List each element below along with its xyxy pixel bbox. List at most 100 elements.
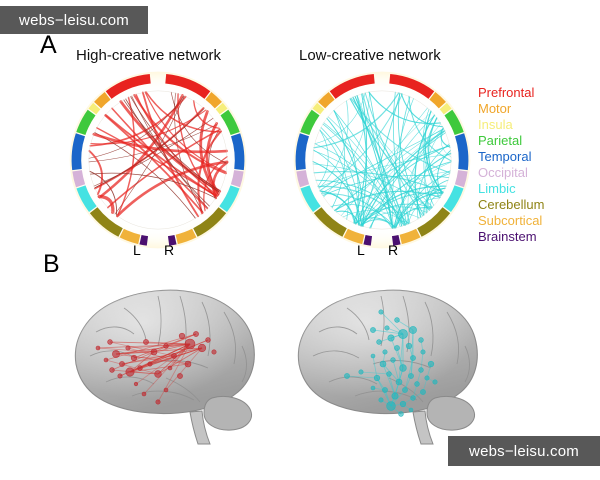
connectogram-chords-high	[88, 91, 229, 219]
brain-network-node	[382, 387, 388, 393]
legend-item-prefrontal: Prefrontal	[478, 85, 535, 100]
connectogram-chord	[440, 129, 452, 158]
connectogram-chord	[353, 130, 445, 224]
ring-segment-limbic-r	[443, 185, 464, 213]
brain-network-node	[418, 367, 424, 373]
brain-network-node	[130, 354, 138, 362]
brain-network-node	[211, 349, 217, 355]
brain-render-high-creative	[62, 272, 272, 447]
connectogram-chord	[323, 122, 403, 227]
brain-network-node	[141, 391, 147, 397]
brain-network-node	[394, 345, 400, 351]
brain-network-node	[409, 326, 417, 334]
cerebellum	[203, 395, 252, 431]
connectogram-chord	[392, 91, 411, 224]
brain-network-node	[197, 343, 207, 353]
connectogram-chord	[364, 92, 424, 217]
connectogram-chord	[197, 130, 222, 215]
connectogram-chord	[104, 113, 218, 198]
connectogram-chord	[334, 145, 451, 211]
ring-segment-brainstem-l	[363, 235, 373, 246]
connectogram-chord	[342, 210, 408, 225]
ring-segment-insula-l	[88, 102, 101, 115]
connectogram-chord	[423, 187, 446, 216]
ring-segment-occipital-l	[72, 170, 86, 188]
brain-network-node	[402, 387, 408, 393]
brain-network-node	[177, 373, 183, 379]
brain-network-node	[427, 360, 435, 368]
connectogram-low-creative	[286, 64, 478, 256]
connectogram-chord	[89, 172, 217, 199]
brainstem	[412, 410, 434, 445]
brain-network-node	[370, 385, 376, 391]
connectogram-chord	[361, 130, 446, 227]
brain-network-node	[119, 361, 125, 367]
brain-network-node	[147, 361, 153, 367]
ring-segment-occipital-r	[454, 170, 468, 188]
brain-network-node	[167, 365, 173, 371]
brain-network-node	[163, 387, 169, 393]
brain-network-node	[405, 342, 413, 350]
connectogram-chord	[116, 96, 135, 217]
brain-network-node	[370, 327, 376, 333]
connectogram-chord	[170, 91, 228, 164]
connectogram-chord	[424, 128, 444, 210]
connectogram-chord	[145, 91, 222, 133]
brain-network-node	[398, 411, 404, 417]
connectogram-chord	[430, 194, 442, 209]
connectogram-chord	[331, 109, 346, 209]
brain-network-edge	[410, 329, 414, 377]
ring-segment-insula-r	[215, 102, 228, 115]
ring-segment-subcortical-l	[119, 228, 141, 245]
brain-network-edge	[165, 347, 203, 391]
connectogram-chord	[335, 210, 360, 226]
cerebrum-sheen	[75, 290, 255, 414]
connectogram-high-creative-svg	[69, 71, 247, 249]
connectogram-chord	[111, 107, 209, 210]
brain-network-node	[379, 360, 387, 368]
legend-item-brainstem: Brainstem	[478, 229, 537, 244]
brain-network-node	[184, 338, 196, 350]
ring-segment-prefrontal-r	[389, 73, 435, 99]
brain-network-edge	[380, 311, 404, 335]
brain-render-high-creative-svg	[74, 289, 255, 445]
connectogram-chord	[317, 129, 329, 187]
connectogram-chord	[392, 161, 452, 229]
ring-segment-temporal-r	[231, 133, 245, 171]
legend-item-limbic: Limbic	[478, 181, 516, 196]
brain-network-node	[193, 331, 199, 337]
connectogram-chord	[119, 100, 222, 193]
brain-network-node	[399, 400, 407, 408]
connectogram-chord	[360, 114, 435, 227]
brain-network-node	[154, 370, 162, 378]
brain-network-node	[184, 360, 192, 368]
brain-network-node	[137, 365, 143, 371]
connectogram-chord	[326, 117, 364, 228]
connectogram-inner-circle	[88, 90, 228, 230]
brain-network-node	[107, 339, 113, 345]
brain-network-node	[171, 353, 177, 359]
ring-segment-parietal-r	[220, 109, 240, 136]
brain-network-node	[155, 399, 161, 405]
connectogram-chord	[203, 156, 228, 212]
ring-segment-motor-r	[205, 92, 222, 109]
plot-title-low-creative: Low-creative network	[299, 47, 441, 64]
brain-network-node	[125, 345, 131, 351]
brain-network-node	[390, 357, 396, 363]
ring-segment-prefrontal-l	[329, 73, 375, 99]
brain-network-node	[143, 339, 149, 345]
connectogram-chord	[125, 98, 210, 207]
brain-network-node	[95, 345, 101, 351]
connectogram-chord	[400, 93, 444, 128]
watermark-bottom: webs−leisu.com	[448, 436, 600, 466]
connectogram-chord	[414, 114, 436, 218]
ring-segment-prefrontal-r	[165, 73, 211, 99]
brain-network-node	[112, 350, 120, 358]
brain-network-edge	[392, 359, 400, 383]
brain-network-edge	[129, 371, 159, 375]
brain-network-edge	[127, 347, 189, 365]
brainstem	[189, 410, 211, 445]
connectogram-chord	[319, 190, 356, 225]
hemisphere-label-right-low: R	[388, 242, 399, 258]
